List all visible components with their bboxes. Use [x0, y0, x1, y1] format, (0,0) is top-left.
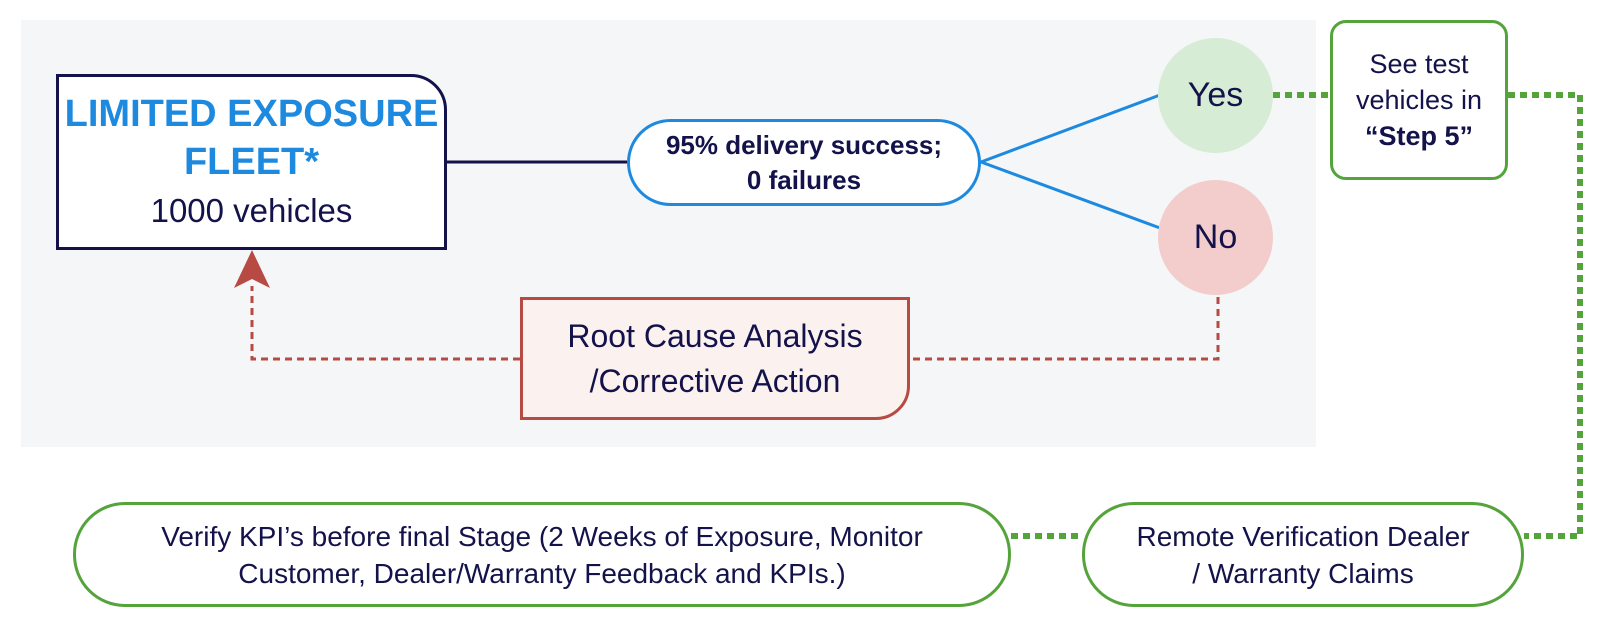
delivery-line2: 0 failures — [746, 164, 862, 195]
verify-kpi-node: Verify KPI’s before final Stage (2 Weeks… — [73, 502, 1011, 607]
yes-decision-node: Yes — [1158, 38, 1273, 153]
rca-line2: /Corrective Action — [589, 362, 841, 399]
delivery-line1: 95% delivery success; — [665, 129, 943, 160]
step5-line2: vehicles in — [1355, 85, 1483, 115]
rca-to-fleet-arrowhead — [234, 250, 270, 288]
rca-line1: Root Cause Analysis — [567, 317, 863, 354]
delivery-to-yes-line — [980, 93, 1161, 164]
delivery-success-node: 95% delivery success; 0 failures — [627, 119, 981, 206]
fleet-title-line1: LIMITED EXPOSURE — [64, 93, 439, 135]
remote-line2: / Warranty Claims — [1192, 557, 1414, 589]
limited-exposure-fleet-box: LIMITED EXPOSURE FLEET* 1000 vehicles — [56, 74, 447, 250]
verify-line2: Customer, Dealer/Warranty Feedback and K… — [238, 557, 846, 589]
no-label: No — [1193, 218, 1238, 256]
step5-to-remote-dotted-line — [1508, 92, 1583, 539]
yes-label: Yes — [1187, 76, 1244, 114]
no-decision-node: No — [1158, 180, 1273, 295]
step5-line3: “Step 5” — [1365, 118, 1473, 154]
fleet-subtitle: 1000 vehicles — [150, 192, 353, 229]
root-cause-analysis-box: Root Cause Analysis /Corrective Action — [520, 297, 910, 420]
step5-line3-bold: “Step 5” — [1364, 121, 1474, 151]
step5-reference-box: See test vehicles in “Step 5” — [1330, 20, 1508, 180]
remote-line1: Remote Verification Dealer — [1136, 520, 1470, 552]
fleet-title-line2: FLEET* — [183, 141, 320, 183]
delivery-to-no-line — [980, 160, 1161, 230]
remote-verification-node: Remote Verification Dealer / Warranty Cl… — [1082, 502, 1524, 607]
step5-line1: See test — [1369, 49, 1469, 79]
verify-line1: Verify KPI’s before final Stage (2 Weeks… — [161, 520, 923, 552]
no-to-rca-dotted-line — [910, 297, 1220, 361]
rca-to-fleet-dotted-line — [250, 286, 520, 361]
